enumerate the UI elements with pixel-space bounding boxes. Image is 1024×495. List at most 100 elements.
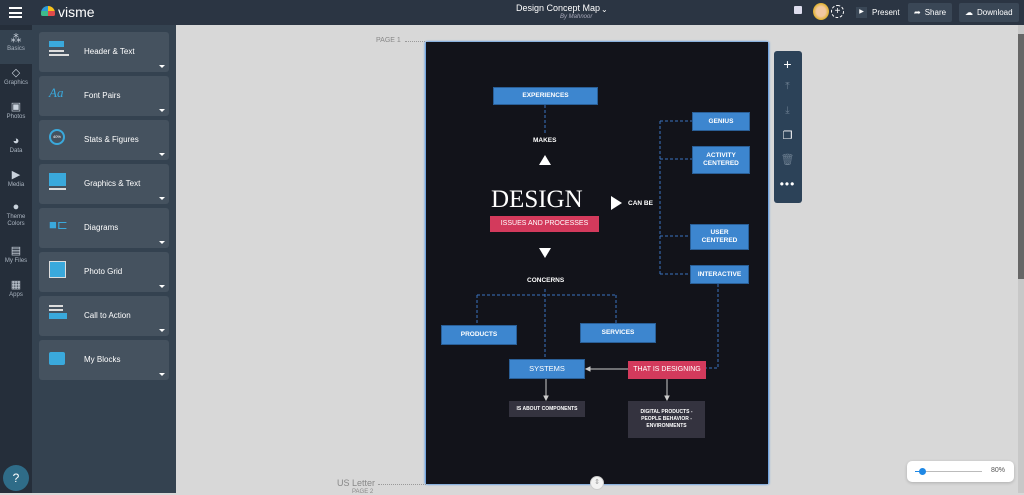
zoom-slider-track[interactable] <box>915 471 982 472</box>
label-concerns[interactable]: CONCERNS <box>527 277 565 284</box>
top-bar: visme Design Concept Map ⌄ By Mahnoor + … <box>0 0 1024 25</box>
node-digital-products[interactable]: DIGITAL PRODUCTS - PEOPLE BEHAVIOR - ENV… <box>628 401 705 438</box>
page-resize-handle[interactable]: ⇕ <box>590 476 604 490</box>
page-toolbar: + ⤒ ⤓ ❐ 🗑 ••• <box>774 51 802 203</box>
node-user-centered[interactable]: USER CENTERED <box>690 224 749 250</box>
node-that-is-designing[interactable]: THAT IS DESIGNING <box>628 361 706 379</box>
trash-icon[interactable]: 🗑 <box>780 154 795 166</box>
shapes-icon: ◇ <box>11 67 21 79</box>
rail-item-photos[interactable]: ▣Photos <box>0 98 32 132</box>
label-makes[interactable]: MAKES <box>533 137 557 144</box>
panel-card-stats-figures[interactable]: 40%Stats & Figures <box>39 120 169 160</box>
move-down-icon[interactable]: ⤓ <box>785 105 790 116</box>
caret-down-icon[interactable] <box>159 197 165 200</box>
photo-grid-icon <box>49 261 71 281</box>
next-page-label: PAGE 2 <box>352 489 374 495</box>
zoom-slider-fill <box>915 471 922 472</box>
more-options-icon[interactable]: ••• <box>779 177 796 191</box>
rail-item-apps[interactable]: ▦Apps <box>0 276 32 310</box>
triangle-right-icon <box>611 196 622 210</box>
hamburger-menu-icon[interactable] <box>9 7 22 18</box>
rail-item-data[interactable]: ◕Data <box>0 132 32 166</box>
add-page-icon[interactable]: + <box>783 56 792 72</box>
header-text-icon <box>49 41 71 61</box>
chevron-down-icon[interactable]: ⌄ <box>601 5 608 14</box>
node-activity-centered[interactable]: ACTIVITY CENTERED <box>692 146 750 174</box>
panel-card-header-text[interactable]: Header & Text <box>39 32 169 72</box>
call-to-action-icon <box>49 305 71 325</box>
page-label-leader <box>405 41 425 42</box>
download-button[interactable]: ☁Download <box>959 3 1019 22</box>
caret-down-icon[interactable] <box>159 285 165 288</box>
panel-card-my-blocks[interactable]: My Blocks <box>39 340 169 380</box>
my-blocks-icon <box>49 349 71 369</box>
node-genius[interactable]: GENIUS <box>692 112 750 131</box>
play-icon: ▶ <box>856 7 867 18</box>
zoom-level: 80% <box>991 467 1006 474</box>
page-label: PAGE 1 <box>376 37 401 44</box>
caret-down-icon[interactable] <box>159 241 165 244</box>
rail-item-basics[interactable]: ⁂Basics <box>0 30 32 64</box>
font-pairs-icon: Aa <box>49 85 64 100</box>
caret-down-icon[interactable] <box>159 65 165 68</box>
node-experiences[interactable]: EXPERIENCES <box>493 87 598 105</box>
pie-chart-icon: ◕ <box>12 135 20 147</box>
palette-icon: ● <box>12 201 20 213</box>
caret-down-icon[interactable] <box>159 109 165 112</box>
basics-icon: ⁂ <box>10 33 22 45</box>
scrollbar-thumb[interactable] <box>1018 34 1024 279</box>
node-interactive[interactable]: INTERACTIVE <box>690 265 749 284</box>
document-author: By Mahnoor <box>560 14 593 20</box>
node-products[interactable]: PRODUCTS <box>441 325 517 345</box>
node-systems[interactable]: SYSTEMS <box>509 359 585 379</box>
graphics-text-icon <box>49 173 71 193</box>
comment-icon[interactable] <box>794 6 802 14</box>
sidebar-rail: ⁂Basics ◇Graphics ▣Photos ◕Data ▶Media ●… <box>0 25 32 493</box>
panel-card-graphics-text[interactable]: Graphics & Text <box>39 164 169 204</box>
diagram-icon: ■⊏ <box>49 217 68 232</box>
node-services[interactable]: SERVICES <box>580 323 656 343</box>
page-size-label: US Letter <box>337 478 376 488</box>
cloud-download-icon: ☁ <box>965 8 973 17</box>
document-title[interactable]: Design Concept Map <box>516 3 601 13</box>
line-concerns <box>476 289 617 359</box>
subtitle-issues[interactable]: ISSUES AND PROCESSES <box>490 216 599 232</box>
image-icon: ▣ <box>10 101 22 113</box>
line-canbe-trunk <box>659 120 692 275</box>
triangle-down-icon <box>539 248 551 258</box>
caret-down-icon[interactable] <box>159 329 165 332</box>
duplicate-icon[interactable]: ❐ <box>782 130 793 142</box>
panel-card-diagrams[interactable]: ■⊏Diagrams <box>39 208 169 248</box>
rail-item-my-files[interactable]: ▤My Files <box>0 242 32 276</box>
move-up-icon[interactable]: ⤒ <box>785 81 790 92</box>
brand-name: visme <box>58 4 95 20</box>
media-icon: ▶ <box>11 169 21 181</box>
help-button[interactable]: ? <box>3 465 29 491</box>
apps-icon: ▦ <box>10 279 22 291</box>
visme-logo-icon <box>41 6 55 16</box>
caret-down-icon[interactable] <box>159 153 165 156</box>
zoom-control: 80% <box>907 461 1014 482</box>
triangle-up-icon <box>539 155 551 165</box>
rail-item-graphics[interactable]: ◇Graphics <box>0 64 32 98</box>
stats-gauge-icon: 40% <box>49 129 71 149</box>
panel-card-call-to-action[interactable]: Call to Action <box>39 296 169 336</box>
zoom-slider-handle[interactable] <box>918 468 926 475</box>
panel-card-photo-grid[interactable]: Photo Grid <box>39 252 169 292</box>
share-icon: ➦ <box>914 8 921 17</box>
caret-down-icon[interactable] <box>159 373 165 376</box>
rail-item-theme-colors[interactable]: ●Theme Colors <box>0 198 32 238</box>
rail-item-media[interactable]: ▶Media <box>0 166 32 200</box>
avatar[interactable] <box>813 3 829 20</box>
title-design[interactable]: DESIGN <box>491 186 583 213</box>
page-size-leader <box>378 484 426 485</box>
vertical-scrollbar[interactable] <box>1018 25 1024 493</box>
node-components[interactable]: IS ABOUT COMPONENTS <box>509 401 585 417</box>
line-interactive-designing <box>706 284 719 369</box>
add-collaborator-icon[interactable]: + <box>831 5 844 18</box>
present-button[interactable]: ▶ Present <box>856 4 900 21</box>
share-button[interactable]: ➦Share <box>908 3 953 22</box>
label-can-be[interactable]: CAN BE <box>628 200 653 207</box>
